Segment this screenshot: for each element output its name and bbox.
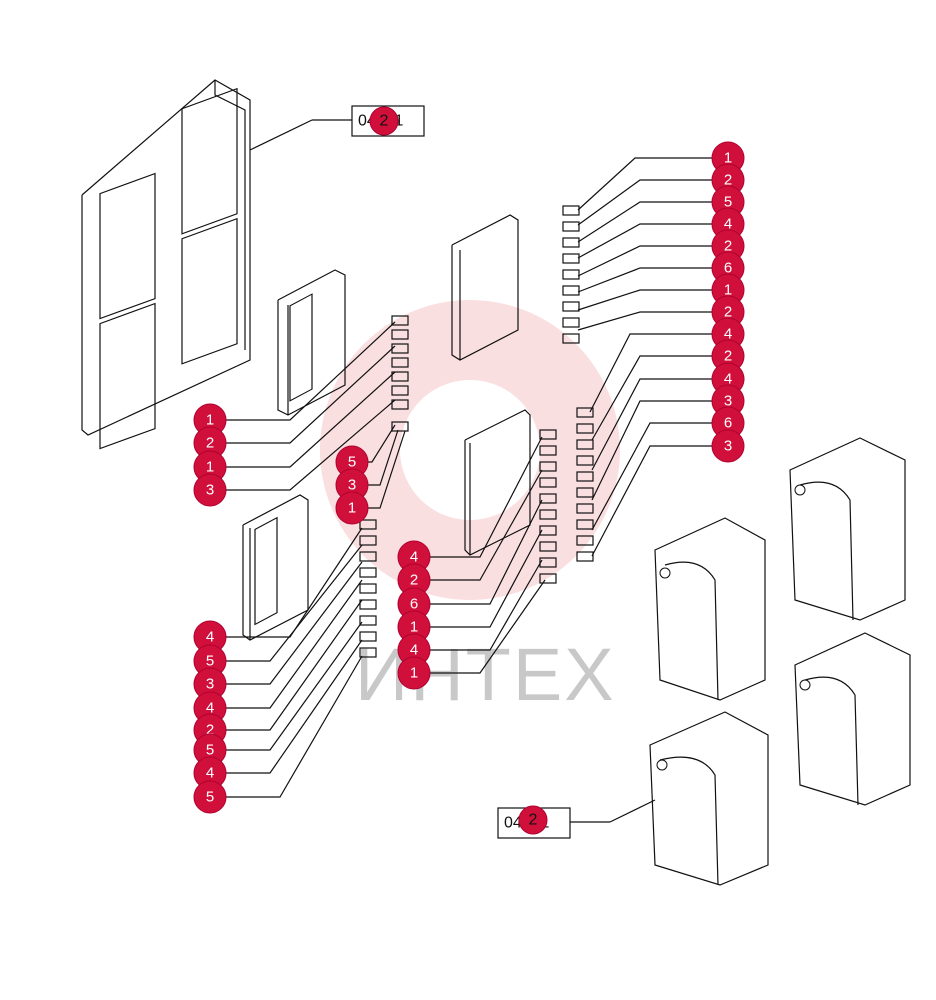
- housing-cover-3: [794, 632, 911, 806]
- housing-cover-1: [654, 517, 766, 701]
- reference-label-top: 04-2.1 2: [351, 105, 425, 137]
- watermark-gear-icon: [319, 300, 620, 600]
- callout-panel-d-bottom-6: 3: [711, 429, 745, 463]
- housing-cover-4: [570, 711, 769, 886]
- svg-text:4: 4: [206, 765, 214, 782]
- switch-panel-a: [277, 269, 346, 416]
- svg-text:1: 1: [206, 412, 214, 429]
- svg-text:3: 3: [206, 676, 214, 693]
- svg-text:1: 1: [410, 619, 418, 636]
- svg-text:4: 4: [410, 549, 418, 566]
- callout-panel-a-7: 1: [335, 491, 369, 525]
- svg-text:2: 2: [206, 722, 214, 739]
- svg-text:3: 3: [348, 477, 356, 494]
- svg-text:1: 1: [348, 500, 356, 517]
- svg-text:1: 1: [724, 282, 732, 299]
- svg-text:6: 6: [724, 260, 732, 277]
- frame-plate: [81, 79, 352, 450]
- svg-text:4: 4: [410, 642, 418, 659]
- svg-text:2: 2: [724, 304, 732, 321]
- leaders-d-bottom: [589, 333, 728, 557]
- callout-panel-a-4: 3: [193, 473, 227, 507]
- callout-panel-a-1: 1: [193, 403, 227, 437]
- svg-text:6: 6: [724, 415, 732, 432]
- svg-text:2: 2: [410, 572, 418, 589]
- clip-stack-d-top: [562, 205, 580, 344]
- svg-text:5: 5: [206, 789, 214, 806]
- svg-text:4: 4: [724, 371, 732, 388]
- switch-panel-b: [242, 494, 309, 641]
- callouts: 1 2 1 3 5 3 1 4 5 3 4 2 5 4 5 4 2 6 1 4 1 1 2 5 4 2 6 1 2 4 2 4 3 6 3: [193, 141, 745, 814]
- svg-text:4: 4: [206, 700, 214, 717]
- svg-text:4: 4: [206, 629, 214, 646]
- svg-text:1: 1: [206, 459, 214, 476]
- svg-text:4: 4: [724, 326, 732, 343]
- svg-text:3: 3: [724, 438, 732, 455]
- svg-text:3: 3: [206, 482, 214, 499]
- svg-text:2: 2: [206, 435, 214, 452]
- leaders-d-top: [577, 157, 728, 331]
- callout-panel-c-6: 1: [397, 656, 431, 690]
- svg-text:5: 5: [206, 653, 214, 670]
- clip-stack-a: [391, 315, 409, 432]
- ref-badge-bottom: 2: [518, 805, 548, 835]
- watermark: ИНТЕХ: [319, 300, 620, 716]
- callout-panel-d-bottom-5: 6: [711, 406, 745, 440]
- leaders-b: [210, 527, 363, 798]
- svg-text:3: 3: [724, 393, 732, 410]
- svg-text:2: 2: [380, 113, 389, 130]
- leaders-c: [414, 436, 546, 674]
- housing-cover-2: [789, 437, 906, 621]
- svg-text:5: 5: [724, 194, 732, 211]
- callout-panel-b-3: 3: [193, 667, 227, 701]
- callout-panel-b-8: 5: [193, 780, 227, 814]
- svg-text:5: 5: [348, 454, 356, 471]
- svg-text:2: 2: [724, 238, 732, 255]
- watermark-text: ИНТЕХ: [355, 633, 616, 716]
- clip-stack-b: [359, 519, 377, 658]
- svg-text:1: 1: [410, 665, 418, 682]
- switch-panel-d: [451, 214, 519, 361]
- clip-stack-d-bottom: [576, 407, 594, 562]
- svg-text:5: 5: [206, 742, 214, 759]
- reference-label-bottom: 04-2.1 2: [497, 805, 571, 839]
- svg-text:6: 6: [410, 596, 418, 613]
- svg-text:1: 1: [724, 150, 732, 167]
- svg-text:2: 2: [724, 172, 732, 189]
- svg-text:2: 2: [529, 812, 538, 829]
- svg-text:2: 2: [724, 348, 732, 365]
- ref-badge-top: 2: [369, 106, 399, 136]
- svg-text:4: 4: [724, 216, 732, 233]
